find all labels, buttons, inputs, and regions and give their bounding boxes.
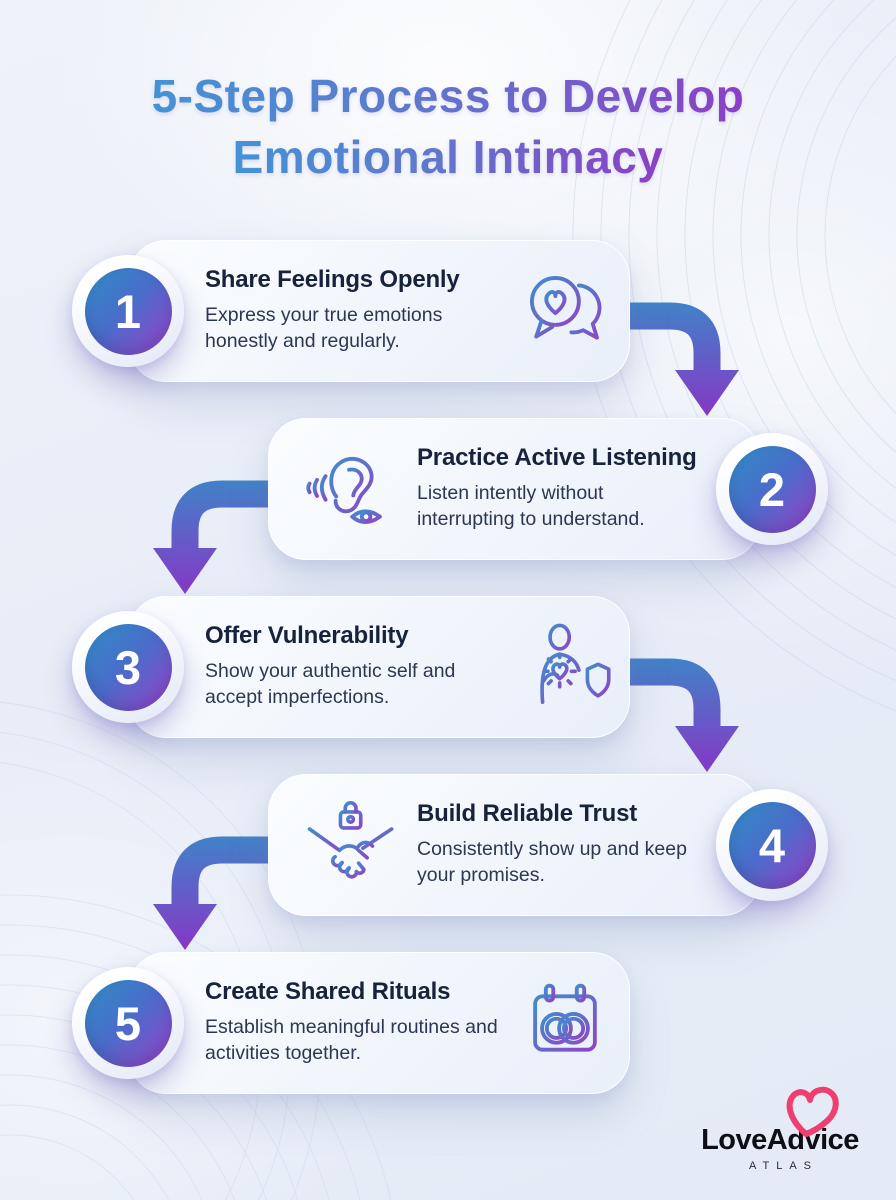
- brand-logo: LoveAdvice ATLAS: [690, 1082, 870, 1172]
- step-card-5: 5 Create Shared Rituals Establish meanin…: [72, 952, 630, 1094]
- step-heading: Share Feelings Openly: [205, 266, 460, 293]
- arrow-step3-to-step4: [624, 658, 739, 772]
- step-description: Show your authentic self and accept impe…: [205, 660, 456, 709]
- step-number: 2: [728, 445, 816, 533]
- step-heading: Practice Active Listening: [417, 444, 697, 471]
- calendar-rings-icon: [517, 975, 613, 1071]
- step-description: Consistently show up and keep your promi…: [417, 838, 687, 887]
- step-description: Listen intently without interrupting to …: [417, 482, 645, 531]
- step-card-4: 4 Build Reliable Trust Consistently show…: [268, 774, 828, 916]
- step-card-2: 2 Practice Active Listening Listen inten…: [268, 418, 828, 560]
- arrow-step4-to-step5: [153, 836, 275, 950]
- step-number: 5: [84, 979, 172, 1067]
- step-number: 1: [84, 267, 172, 355]
- step-number-badge: 5: [72, 967, 184, 1079]
- page-title: 5-Step Process to Develop Emotional Inti…: [0, 66, 896, 187]
- step-heading: Create Shared Rituals: [205, 978, 451, 1005]
- person-heart-shield-icon: [517, 619, 613, 715]
- step-card-3: 3 Offer Vulnerability Show your authenti…: [72, 596, 630, 738]
- step-heading: Build Reliable Trust: [417, 800, 638, 827]
- step-number: 4: [728, 801, 816, 889]
- handshake-padlock-icon: [301, 797, 397, 893]
- step-card-1: 1 Share Feelings Openly Express your tru…: [72, 240, 630, 382]
- arrow-step1-to-step2: [624, 302, 739, 416]
- step-number: 3: [84, 623, 172, 711]
- brand-subtext: ATLAS: [748, 1160, 819, 1172]
- arrow-step2-to-step3: [153, 480, 275, 594]
- step-heading: Offer Vulnerability: [205, 622, 409, 649]
- step-number-badge: 4: [716, 789, 828, 901]
- ear-listening-icon: [301, 441, 397, 537]
- step-number-badge: 3: [72, 611, 184, 723]
- brand-name: LoveAdvice: [701, 1124, 859, 1156]
- chat-bubbles-heart-icon: [517, 263, 613, 359]
- page-title-line2: Emotional Intimacy: [233, 127, 664, 188]
- page-title-line1: 5-Step Process to Develop: [152, 66, 745, 127]
- logo-heart-icon: [786, 1086, 839, 1137]
- step-number-badge: 1: [72, 255, 184, 367]
- step-description: Express your true emotions honestly and …: [205, 304, 443, 353]
- step-number-badge: 2: [716, 433, 828, 545]
- step-description: Establish meaningful routines and activi…: [205, 1016, 498, 1065]
